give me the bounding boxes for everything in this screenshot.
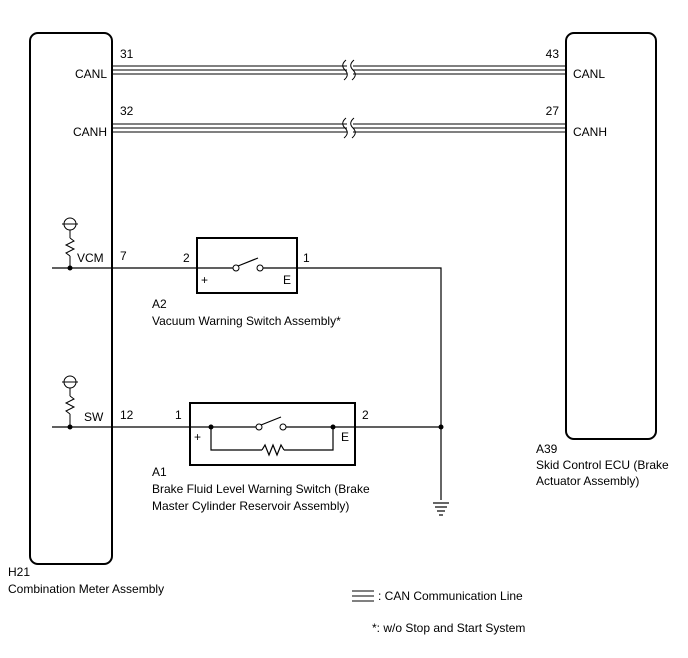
meter-code: H21	[8, 565, 30, 579]
canl-left-label: CANL	[75, 67, 107, 81]
ecu-name-line1: Skid Control ECU (Brake	[536, 458, 669, 472]
vcm-pin: 7	[120, 249, 127, 263]
meter-name: Combination Meter Assembly	[8, 582, 164, 596]
ground-junction-dot	[438, 424, 444, 430]
a1-plus-label: +	[194, 430, 201, 444]
canh-left-label: CANH	[73, 125, 107, 139]
brake-fluid-switch-box	[189, 402, 356, 466]
canh-right-pin: 27	[546, 104, 560, 118]
brake-fluid-switch-resistor-icon	[210, 427, 334, 457]
ecu-code: A39	[536, 442, 558, 456]
a2-name: Vacuum Warning Switch Assembly*	[152, 314, 341, 328]
a1-code: A1	[152, 465, 167, 479]
a2-code: A2	[152, 297, 167, 311]
a1-e-label: E	[341, 430, 349, 444]
a1-pin-right: 2	[362, 408, 369, 422]
canh-left-pin: 32	[120, 104, 134, 118]
sw-pin: 12	[120, 408, 134, 422]
footnote: *: w/o Stop and Start System	[372, 621, 525, 635]
a2-plus-label: +	[201, 273, 208, 287]
combination-meter-box	[29, 32, 113, 565]
a2-e-label: E	[283, 273, 291, 287]
canl-right-pin: 43	[546, 47, 560, 61]
vacuum-switch-contact-icon	[197, 257, 297, 272]
canl-can-line	[112, 59, 566, 81]
sw-terminal-label: SW	[84, 410, 104, 424]
canh-can-line	[112, 117, 566, 139]
a1-name-line1: Brake Fluid Level Warning Switch (Brake	[152, 482, 370, 496]
a2-pin-left: 2	[183, 251, 190, 265]
can-line-legend-text: : CAN Communication Line	[378, 589, 523, 603]
canl-left-pin: 31	[120, 47, 134, 61]
a2-pin-right: 1	[303, 251, 310, 265]
vacuum-warning-switch-box	[196, 237, 298, 294]
vcm-terminal-label: VCM	[77, 251, 104, 265]
ground-icon	[433, 502, 449, 516]
skid-control-ecu-box	[565, 32, 657, 440]
canl-right-label: CANL	[573, 67, 605, 81]
canh-right-label: CANH	[573, 125, 607, 139]
brake-fluid-switch-contact-icon	[190, 416, 355, 431]
a1-pin-left: 1	[175, 408, 182, 422]
can-line-legend-icon	[352, 590, 374, 602]
a1-name-line2: Master Cylinder Reservoir Assembly)	[152, 499, 349, 513]
a2-to-ground-wire	[297, 267, 442, 500]
ecu-name-line2: Actuator Assembly)	[536, 474, 639, 488]
